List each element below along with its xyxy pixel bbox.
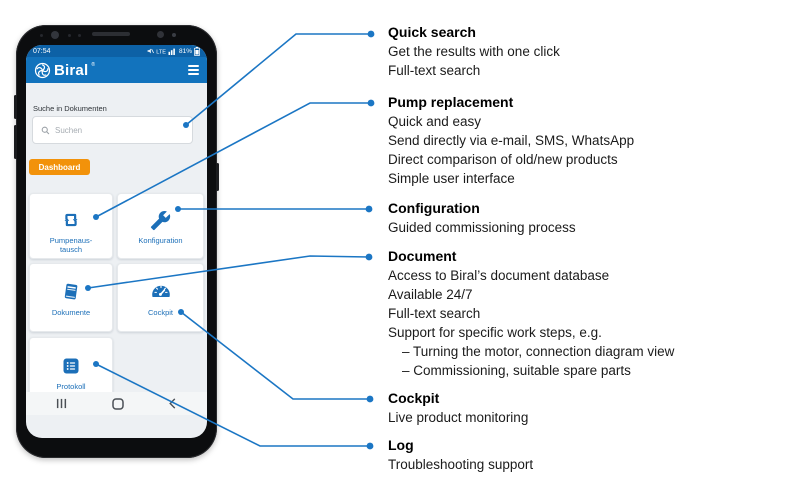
text-line: Full-text search — [388, 63, 481, 78]
dashboard-button[interactable]: Dashboard — [29, 159, 90, 175]
front-camera — [51, 31, 59, 39]
text-line: Troubleshooting support — [388, 457, 534, 472]
battery-percent: 81% — [178, 47, 192, 55]
tile-dokumente[interactable]: Dokumente — [29, 263, 113, 332]
brand-name: Biral — [54, 61, 89, 79]
annotation-title: Pump replacement — [388, 94, 514, 110]
text-line: Direct comparison of old/new products — [388, 152, 618, 167]
text-line: tausch — [59, 245, 83, 254]
phone-screen: 07:54 LTE 81% — [26, 45, 207, 438]
tile-pumpenaustausch[interactable]: Pumpenaus-tausch — [29, 193, 113, 259]
tile-label: Protokoll — [56, 382, 85, 391]
annotation-body: Guided commissioning process — [388, 218, 576, 237]
search-input[interactable]: Suchen — [32, 116, 193, 144]
text-line: Konfiguration — [138, 236, 183, 245]
tile-label: Cockpit — [148, 308, 173, 317]
text-line: Access to Biral’s document database — [388, 268, 610, 283]
text-line: Live product monitoring — [388, 410, 529, 425]
lte-icon: LTE — [156, 49, 166, 55]
sensor-dot — [78, 34, 81, 37]
annotation-document: Document Access to Biral’s document data… — [388, 247, 674, 380]
annotation-body: Live product monitoring — [388, 408, 528, 427]
proximity-sensor — [172, 33, 176, 37]
wrench-icon — [150, 208, 171, 232]
text-line: – Turning the motor, connection diagram … — [402, 344, 675, 359]
mute-icon — [147, 48, 154, 54]
android-nav-bar — [26, 392, 207, 415]
annotation-title: Cockpit — [388, 390, 440, 406]
text-line: Quick and easy — [388, 114, 482, 129]
sensor-dot — [40, 34, 43, 37]
text-line: – Commissioning, suitable spare parts — [402, 363, 631, 378]
annotation-body: Troubleshooting support — [388, 455, 533, 474]
tile-label: Konfiguration — [138, 236, 182, 245]
annotation-log: Log Troubleshooting support — [388, 436, 533, 474]
annotation-cockpit: Cockpit Live product monitoring — [388, 389, 528, 427]
text-line: Cockpit — [147, 308, 173, 317]
text-line: Get the results with one click — [388, 44, 560, 59]
phone-mockup: 07:54 LTE 81% — [14, 25, 219, 458]
search-section-label: Suche in Dokumenten — [33, 104, 107, 113]
biral-rotor-icon — [34, 62, 51, 78]
text-line: Guided commissioning process — [388, 220, 576, 235]
back-icon[interactable] — [168, 398, 177, 409]
text-line: Pumpenaus- — [49, 236, 93, 245]
text-line: Available 24/7 — [388, 287, 473, 302]
registered-mark: ® — [91, 62, 96, 68]
tile-cockpit[interactable]: Cockpit — [117, 263, 204, 332]
text-line: Full-text search — [388, 306, 481, 321]
tile-label: Pumpenaus-tausch — [50, 236, 93, 254]
camera-lens — [157, 31, 164, 38]
annotation-title: Quick search — [388, 24, 476, 40]
search-placeholder: Suchen — [55, 125, 83, 135]
dashboard-content: Suche in Dokumenten Suchen Dashboard — [26, 83, 207, 415]
annotation-configuration: Configuration Guided commissioning proce… — [388, 199, 576, 237]
gauge-icon — [150, 280, 172, 304]
hamburger-menu-icon[interactable] — [188, 65, 199, 75]
earpiece-speaker — [92, 32, 130, 36]
biral-logo: Biral ® — [34, 62, 95, 79]
battery-icon — [194, 46, 200, 56]
tile-konfiguration[interactable]: Konfiguration — [117, 193, 204, 259]
text-line: Support for specific work steps, e.g. — [388, 325, 602, 340]
svg-text:LTE: LTE — [156, 49, 166, 55]
annotation-title: Log — [388, 437, 414, 453]
annotation-title: Configuration — [388, 200, 480, 216]
book-icon — [60, 280, 82, 304]
annotation-title: Document — [388, 248, 457, 264]
search-icon — [41, 126, 50, 134]
home-icon[interactable] — [111, 397, 124, 410]
list-icon — [61, 354, 81, 378]
tile-label: Dokumente — [52, 308, 90, 317]
status-bar: 07:54 LTE 81% — [26, 45, 207, 57]
power-button — [216, 163, 219, 191]
text-line: Dokumente — [51, 308, 91, 317]
status-time: 07:54 — [33, 47, 51, 55]
signal-icon — [168, 48, 175, 55]
recents-icon[interactable] — [56, 398, 67, 409]
annotation-quick-search: Quick search Get the results with one cl… — [388, 23, 560, 80]
app-header: Biral ® — [26, 57, 207, 83]
text-line: Protokoll — [56, 382, 86, 391]
volume-button — [14, 95, 17, 119]
text-line: Send directly via e-mail, SMS, WhatsApp — [388, 133, 635, 148]
text-line: Simple user interface — [388, 171, 515, 186]
sensor-dot — [68, 34, 71, 37]
bixby-button — [14, 125, 17, 159]
swap-arrows-icon — [60, 208, 82, 232]
